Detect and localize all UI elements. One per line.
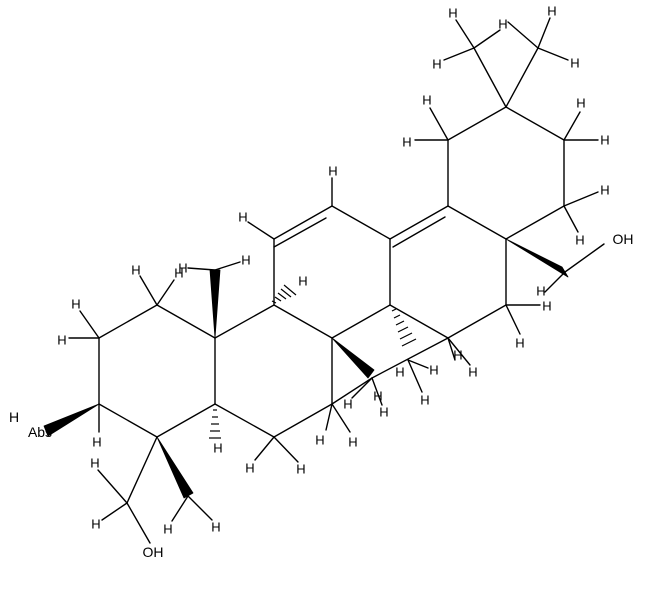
- hydrogen-label: H: [174, 266, 183, 281]
- bond: [447, 205, 507, 240]
- hydrogen-label: H: [71, 297, 80, 312]
- wedge-bond: [156, 436, 194, 499]
- bond: [392, 216, 446, 248]
- wedge-bonds: [43, 238, 569, 504]
- hydrogen-label: H: [468, 365, 477, 380]
- hydrogen-label: H: [402, 135, 411, 150]
- hydrogen-label: H: [379, 405, 388, 420]
- bond: [98, 304, 158, 339]
- hydrogen-label: H: [576, 96, 585, 111]
- bond: [564, 243, 605, 273]
- bond: [447, 304, 507, 339]
- hydrogen-label: H: [570, 56, 579, 71]
- carbon-skeleton: [98, 47, 605, 544]
- hydrogen-label: H: [575, 233, 584, 248]
- hydrogen-label: H: [448, 6, 457, 21]
- bond: [447, 106, 507, 141]
- bond: [505, 106, 565, 141]
- wedge-bond: [209, 269, 221, 339]
- hydrogen-label: H: [498, 17, 507, 32]
- hydrogen-label: H: [547, 4, 556, 19]
- bond: [273, 217, 327, 248]
- hydrogen-label: H: [92, 435, 101, 450]
- bond: [214, 403, 275, 438]
- hydrogen-label: H: [348, 435, 357, 450]
- hydrogen-label: H: [343, 397, 352, 412]
- abs-overlap-label: Abs: [28, 424, 52, 440]
- bond: [273, 403, 333, 438]
- hydrogen-label: H: [453, 348, 462, 363]
- hydrogen-label: H: [178, 261, 187, 276]
- bond: [156, 403, 216, 438]
- atom-labels: H H H H H H H H H H H H H H H H H H H H …: [9, 4, 634, 561]
- bond: [273, 304, 333, 339]
- hydrogen-label: H: [131, 263, 140, 278]
- bond: [273, 205, 333, 240]
- hydrogen-label: H: [315, 433, 324, 448]
- hydrogen-label: H: [420, 393, 429, 408]
- bond: [389, 205, 449, 240]
- hydrogen-label: H: [91, 517, 100, 532]
- hash-bond: [209, 409, 221, 439]
- hash-bond: [271, 284, 297, 304]
- hydrogen-bonds: [68, 17, 599, 522]
- hash-bonds: [209, 284, 417, 439]
- hydroxyl-label: OH: [613, 231, 634, 247]
- hydrogen-label: H: [57, 333, 66, 348]
- bond: [389, 304, 449, 339]
- hydrogen-label: H: [395, 365, 404, 380]
- hydrogen-label: H: [373, 389, 382, 404]
- hydrogen-label: H: [429, 363, 438, 378]
- wedge-bond: [43, 403, 100, 437]
- hydrogen-label: H: [296, 462, 305, 477]
- hydrogen-label: H: [213, 441, 222, 456]
- bond: [505, 205, 565, 240]
- bond: [371, 337, 449, 379]
- hydrogen-label: H: [432, 57, 441, 72]
- bond: [214, 304, 275, 339]
- bond: [331, 205, 391, 240]
- hydrogen-label: H: [298, 274, 307, 289]
- bond: [156, 304, 216, 339]
- bond: [126, 436, 158, 504]
- hash-bond: [391, 308, 417, 347]
- hydrogen-label: H: [536, 284, 545, 299]
- bond: [98, 403, 158, 438]
- bond: [473, 47, 507, 108]
- hydrogen-label: H: [90, 456, 99, 471]
- hydrogen-label: H: [9, 409, 19, 425]
- bond: [331, 304, 391, 339]
- hydrogen-label: H: [600, 133, 609, 148]
- bond: [505, 47, 539, 108]
- wedge-bond: [505, 238, 569, 278]
- hydrogen-label: H: [238, 210, 247, 225]
- hydrogen-label: H: [211, 520, 220, 535]
- hydrogen-label: H: [515, 336, 524, 351]
- hydrogen-label: H: [422, 93, 431, 108]
- hydrogen-label: H: [600, 183, 609, 198]
- hydrogen-label: H: [241, 253, 250, 268]
- hydrogen-label: H: [542, 299, 551, 314]
- bond: [126, 502, 151, 544]
- wedge-bond: [331, 337, 375, 379]
- hydrogen-label: H: [163, 522, 172, 537]
- hydrogen-label: H: [328, 164, 337, 179]
- hydroxyl-label: OH: [143, 544, 164, 560]
- bond: [331, 377, 373, 405]
- hydrogen-label: H: [245, 461, 254, 476]
